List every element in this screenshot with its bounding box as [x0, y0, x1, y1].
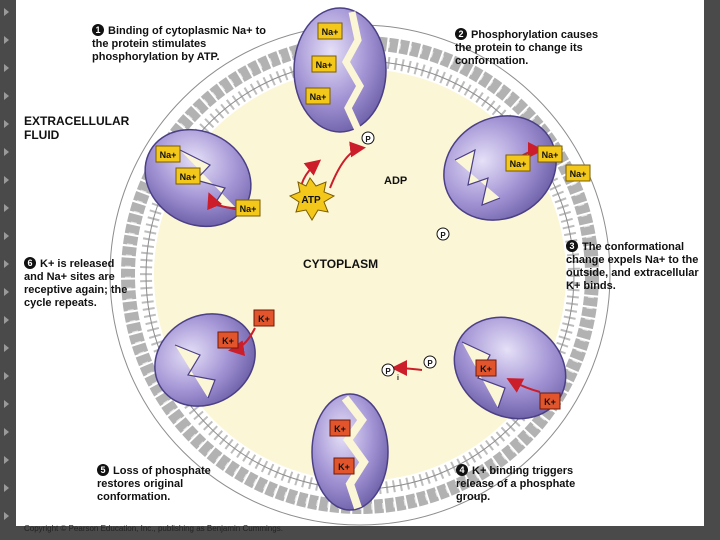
chevron-right-icon [4, 92, 9, 100]
atp-label: ATP [301, 195, 321, 206]
chevron-right-icon [4, 232, 9, 240]
svg-text:Na+: Na+ [180, 172, 197, 182]
slide-left-border [0, 0, 16, 540]
pump-protein-bottom [311, 393, 389, 511]
na-ion: Na+ [305, 87, 331, 105]
step-number-badge: 4 [456, 464, 468, 476]
chevron-right-icon [4, 204, 9, 212]
chevron-right-icon [4, 344, 9, 352]
svg-text:K+: K+ [258, 314, 270, 324]
chevron-right-icon [4, 316, 9, 324]
chevron-right-icon [4, 400, 9, 408]
na-ion: Na+ [175, 167, 201, 185]
k-ion: K+ [539, 392, 561, 410]
chevron-right-icon [4, 120, 9, 128]
na-ion: Na+ [235, 199, 261, 217]
svg-text:K+: K+ [338, 462, 350, 472]
svg-text:K+: K+ [334, 424, 346, 434]
svg-text:i: i [397, 375, 399, 382]
phosphate-lower: P [423, 355, 437, 369]
svg-text:Na+: Na+ [160, 150, 177, 160]
extracellular-fluid-label: EXTRACELLULAR FLUID [24, 114, 130, 142]
svg-text:K+: K+ [480, 364, 492, 374]
svg-text:Na+: Na+ [310, 92, 327, 102]
copyright-notice: Copyright © Pearson Education, Inc., pub… [24, 524, 283, 533]
na-ion: Na+ [565, 164, 591, 182]
svg-text:Na+: Na+ [542, 150, 559, 160]
svg-text:Na+: Na+ [570, 169, 587, 179]
svg-text:P: P [385, 367, 391, 376]
chevron-right-icon [4, 484, 9, 492]
k-ion: K+ [475, 359, 497, 377]
k-ion: K+ [253, 309, 275, 327]
na-ion: Na+ [505, 154, 531, 172]
pump-protein-upper-right [443, 115, 557, 221]
chevron-right-icon [4, 372, 9, 380]
adp-label: ADP [384, 175, 407, 187]
step-number-badge: 6 [24, 257, 36, 269]
chevron-right-icon [4, 512, 9, 520]
chevron-right-icon [4, 64, 9, 72]
k-ion: K+ [329, 419, 351, 437]
na-ion: Na+ [311, 55, 337, 73]
svg-text:Na+: Na+ [240, 204, 257, 214]
na-ion: Na+ [155, 145, 181, 163]
atp-burst: ATP [288, 177, 336, 221]
chevron-right-icon [4, 176, 9, 184]
slide-bottom-border [0, 526, 720, 540]
step-number-badge: 5 [97, 464, 109, 476]
sodium-potassium-pump-diagram: ATP ADP P P P P i Na+ Na+ Na+ Na+ Na+ Na… [109, 7, 611, 526]
na-ion: Na+ [317, 22, 343, 40]
svg-text:P: P [427, 359, 433, 368]
svg-text:Na+: Na+ [322, 27, 339, 37]
chevron-right-icon [4, 8, 9, 16]
chevron-right-icon [4, 456, 9, 464]
svg-text:Na+: Na+ [510, 159, 527, 169]
chevron-right-icon [4, 288, 9, 296]
phosphate-top: P [361, 131, 375, 145]
step-number-badge: 3 [566, 240, 578, 252]
k-ion: K+ [217, 331, 239, 349]
slide-right-border [704, 0, 720, 540]
chevron-right-icon [4, 36, 9, 44]
inorganic-phosphate: P i [381, 363, 399, 382]
chevron-right-icon [4, 428, 9, 436]
chevron-right-icon [4, 148, 9, 156]
step-number-badge: 1 [92, 24, 104, 36]
k-ion: K+ [333, 457, 355, 475]
na-ion: Na+ [537, 145, 563, 163]
cytoplasm-label: CYTOPLASM [303, 257, 379, 271]
svg-text:Na+: Na+ [316, 60, 333, 70]
step-number-badge: 2 [455, 28, 467, 40]
pump-protein-lower-right [453, 316, 567, 420]
svg-text:K+: K+ [544, 397, 556, 407]
svg-text:K+: K+ [222, 336, 234, 346]
chevron-right-icon [4, 260, 9, 268]
svg-text:P: P [365, 135, 371, 144]
svg-text:P: P [440, 231, 446, 240]
phosphate-right: P [436, 227, 450, 241]
